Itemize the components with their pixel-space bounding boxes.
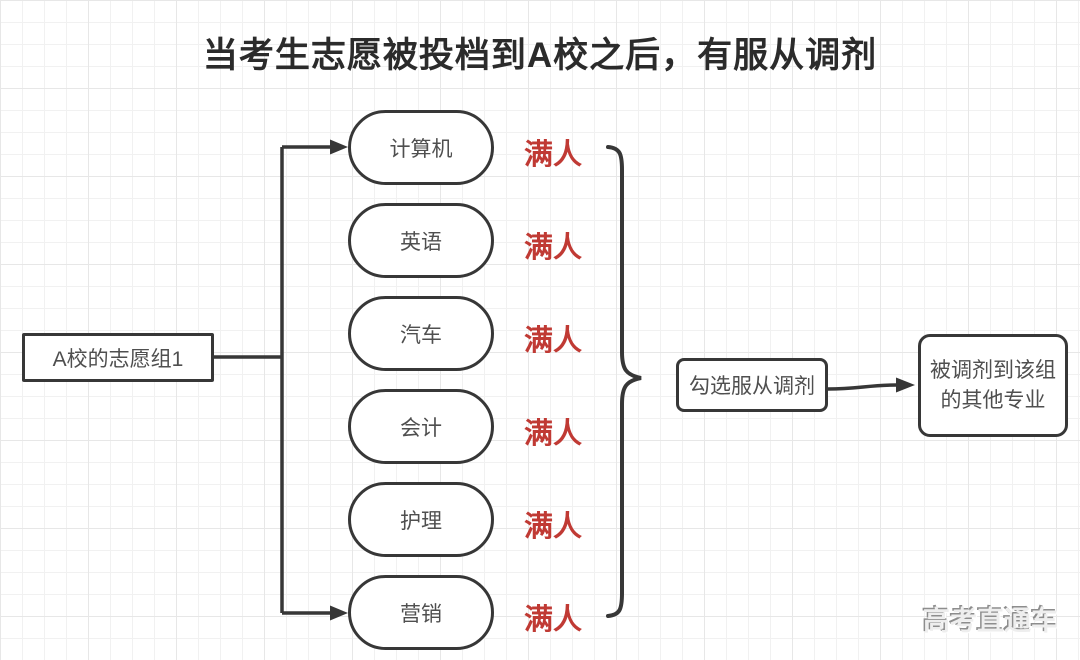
watermark: 高考直通车 bbox=[923, 606, 1058, 636]
major-node-english: 英语 bbox=[348, 203, 494, 278]
curly-brace bbox=[606, 145, 642, 618]
arrowhead-bottom bbox=[330, 605, 348, 621]
group-box: A校的志愿组1 bbox=[22, 333, 214, 382]
major-node-marketing: 营销 bbox=[348, 575, 494, 650]
status-full: 满人 bbox=[523, 604, 582, 636]
major-node-computer: 计算机 bbox=[348, 110, 494, 185]
arrowhead-result bbox=[896, 377, 915, 393]
major-label: 英语 bbox=[400, 230, 442, 254]
status-full: 满人 bbox=[523, 418, 582, 450]
status-full: 满人 bbox=[523, 232, 582, 264]
major-node-accounting: 会计 bbox=[348, 389, 494, 464]
major-node-automobile: 汽车 bbox=[348, 296, 494, 371]
result-box: 被调剂到该组 的其他专业 bbox=[918, 334, 1068, 437]
arrowhead-top bbox=[330, 139, 348, 155]
major-label: 计算机 bbox=[389, 137, 453, 161]
major-node-nursing: 护理 bbox=[348, 482, 494, 557]
connector-action-to-result bbox=[827, 383, 898, 391]
diagram-title: 当考生志愿被投档到A校之后，有服从调剂 bbox=[202, 36, 878, 75]
major-label: 护理 bbox=[400, 509, 442, 533]
status-full: 满人 bbox=[523, 511, 582, 543]
major-label: 营销 bbox=[400, 602, 442, 626]
major-label: 会计 bbox=[400, 416, 442, 440]
status-full: 满人 bbox=[523, 139, 582, 171]
action-box: 勾选服从调剂 bbox=[676, 358, 828, 412]
action-box-label: 勾选服从调剂 bbox=[689, 375, 815, 398]
result-box-line2: 的其他专业 bbox=[940, 388, 1046, 412]
result-box-line1: 被调剂到该组 bbox=[930, 358, 1056, 382]
major-label: 汽车 bbox=[400, 323, 442, 347]
group-box-label: A校的志愿组1 bbox=[52, 347, 184, 371]
status-full: 满人 bbox=[523, 325, 582, 357]
